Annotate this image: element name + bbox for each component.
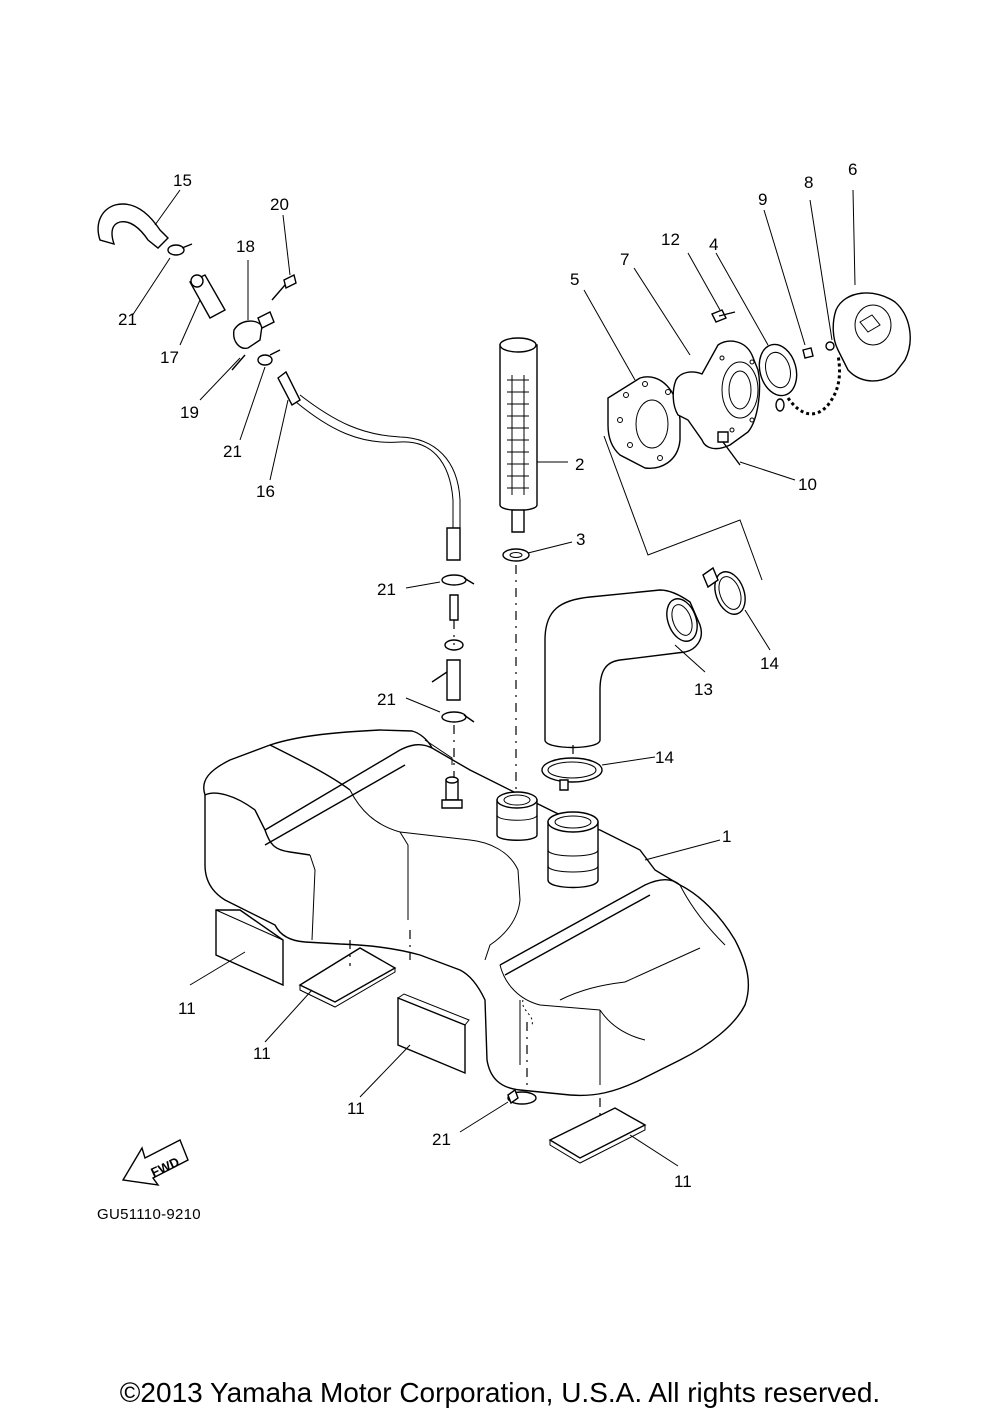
forward-arrow-icon: FWD — [121, 1139, 189, 1186]
callout-14-a: 14 — [760, 654, 779, 673]
callout-11-b: 11 — [253, 1044, 271, 1063]
callout-18: 18 — [236, 237, 255, 256]
callout-15: 15 — [173, 171, 192, 190]
callout-12: 12 — [661, 230, 680, 249]
callout-8: 8 — [804, 173, 813, 192]
callout-21-b: 21 — [223, 442, 242, 461]
fuel-tank-part — [203, 729, 750, 1097]
callout-5: 5 — [570, 270, 579, 289]
callout-13: 13 — [694, 680, 713, 699]
leader-lines — [131, 189, 856, 1167]
callout-17: 17 — [160, 348, 179, 367]
hose-clamp-parts — [541, 566, 746, 791]
callout-1: 1 — [722, 827, 731, 846]
diagram-code: GU51110-9210 — [97, 1206, 201, 1223]
callout-21-e: 21 — [432, 1130, 451, 1149]
filler-cap-assembly — [607, 292, 911, 469]
callout-16: 16 — [256, 482, 275, 501]
callout-11-d: 11 — [674, 1172, 692, 1191]
callout-21-c: 21 — [377, 580, 396, 599]
callout-14-b: 14 — [655, 748, 674, 767]
fuel-strainer-part — [499, 337, 538, 533]
callout-7: 7 — [620, 250, 629, 269]
callout-labels: 1 2 3 4 5 6 7 8 9 10 11 11 11 11 12 13 1… — [118, 160, 857, 1191]
callout-11-c: 11 — [347, 1099, 365, 1118]
vent-hose-assembly — [97, 203, 537, 1105]
callout-21-d: 21 — [377, 690, 396, 709]
callout-3: 3 — [576, 530, 585, 549]
callout-10: 10 — [798, 475, 817, 494]
foam-pad-parts — [215, 909, 647, 1164]
callout-21-a: 21 — [118, 310, 137, 329]
callout-6: 6 — [848, 160, 857, 179]
alignment-lines — [349, 435, 763, 1120]
callout-20: 20 — [270, 195, 289, 214]
callout-19: 19 — [180, 403, 199, 422]
callout-9: 9 — [758, 190, 767, 209]
callout-11-a: 11 — [178, 999, 196, 1018]
callout-4: 4 — [709, 235, 718, 254]
callout-2: 2 — [575, 455, 584, 474]
filler-hose-part — [544, 589, 702, 749]
o-ring-part — [502, 548, 530, 562]
copyright-notice: ©2013 Yamaha Motor Corporation, U.S.A. A… — [119, 1377, 881, 1408]
